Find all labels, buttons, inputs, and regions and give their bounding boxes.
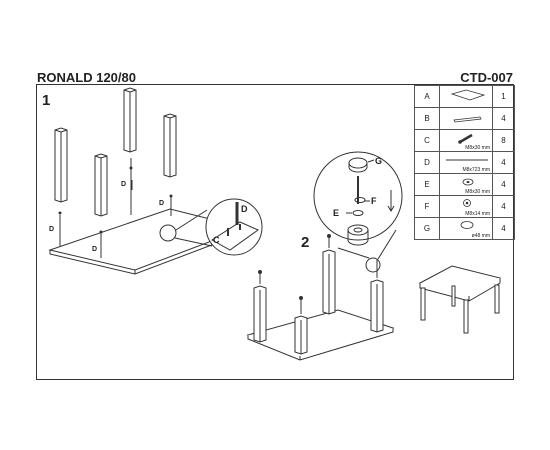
step1-legs — [54, 87, 177, 217]
callout-e: E — [333, 208, 340, 218]
part-picture: M8x723 mm — [439, 151, 493, 174]
part-quantity: 4 — [492, 195, 515, 218]
part-quantity: 4 — [492, 173, 515, 196]
step2-detail-zoom — [313, 151, 403, 273]
part-quantity: 1 — [492, 85, 515, 108]
part-quantity: 4 — [492, 107, 515, 130]
part-size: M8x723 mm — [462, 167, 490, 173]
part-picture — [439, 107, 493, 130]
part-quantity: 8 — [492, 129, 515, 152]
part-picture: M8x30 mm — [439, 173, 493, 196]
part-picture — [439, 85, 493, 108]
part-size: M8x14 mm — [465, 211, 490, 217]
part-letter: A — [414, 85, 440, 108]
step1-rod-ends — [58, 166, 173, 234]
callout-d: D — [92, 246, 98, 253]
part-letter: C — [414, 129, 440, 152]
callout-g: G — [375, 156, 383, 166]
part-size: M8x30 mm — [465, 145, 490, 151]
part-size: ø48 mm — [471, 233, 490, 239]
part-size: M8x30 mm — [465, 189, 490, 195]
step2-foot-screws — [258, 234, 378, 314]
callout-d: D — [159, 200, 165, 207]
callout-f: F — [371, 196, 377, 206]
step-number-2: 2 — [301, 234, 310, 251]
part-picture: M8x14 mm — [439, 195, 493, 218]
part-letter: G — [414, 217, 440, 240]
callout-d-detail: D — [241, 204, 248, 214]
callout-c-detail: C — [213, 235, 220, 245]
step2-table — [246, 249, 395, 361]
product-code: CTD-007 — [460, 70, 513, 85]
part-letter: F — [414, 195, 440, 218]
product-title: RONALD 120/80 — [37, 70, 136, 85]
part-letter: E — [414, 173, 440, 196]
part-letter: B — [414, 107, 440, 130]
part-letter: D — [414, 151, 440, 174]
step1-detail-zoom — [159, 198, 263, 256]
part-picture: ø48 mm — [439, 217, 493, 240]
part-quantity: 4 — [492, 151, 515, 174]
callout-d: D — [121, 181, 127, 188]
finished-table — [418, 265, 502, 334]
step-number-1: 1 — [42, 92, 51, 109]
part-quantity: 4 — [492, 217, 515, 240]
part-picture: M8x30 mm — [439, 129, 493, 152]
callout-d: D — [49, 226, 55, 233]
